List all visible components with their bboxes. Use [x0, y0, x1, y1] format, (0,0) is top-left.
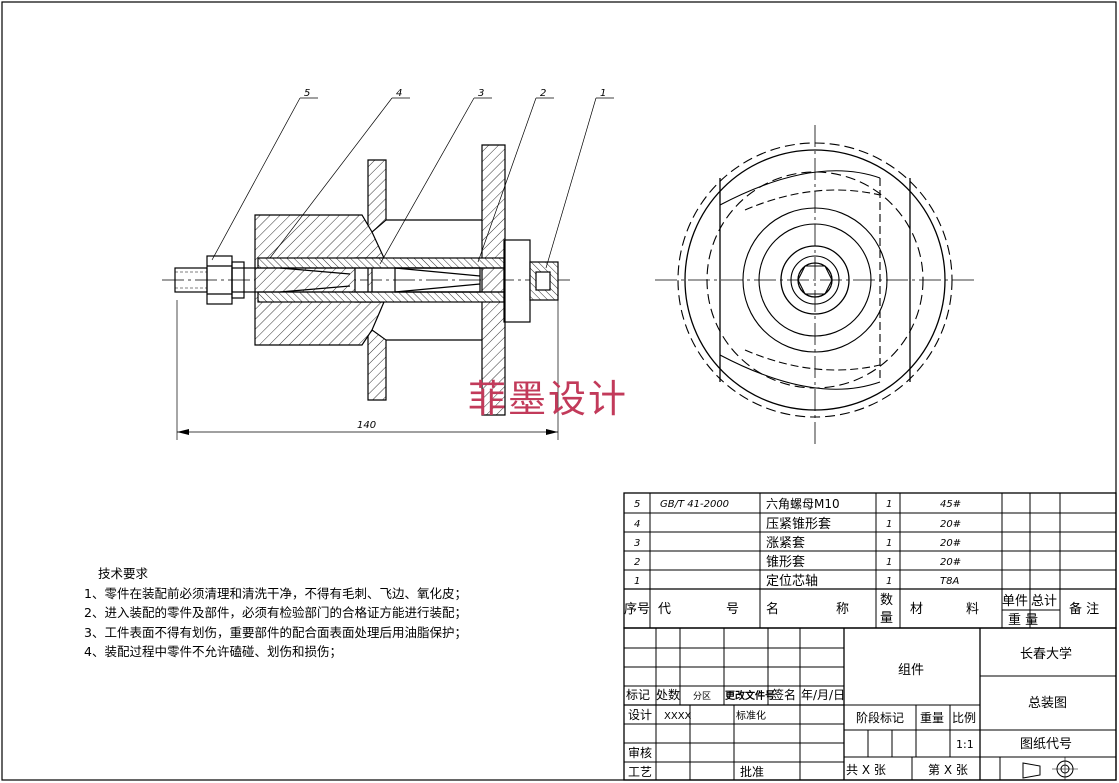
tech-req-item-3: 3、工件表面不得有划伤，重要部件的配合面表面处理后用油脂保护； — [84, 624, 467, 640]
bom-name: 定位芯轴 — [766, 574, 818, 589]
tb-sheet-no: 第 X 张 — [928, 763, 968, 777]
bom-header-unit: 单件 — [1002, 594, 1028, 609]
balloon-2: 2 — [540, 88, 546, 99]
tb-scale-value: 1:1 — [956, 738, 974, 751]
bom-material: 45# — [940, 499, 961, 510]
bom-row-5: 5 GB/T 41-2000 六角螺母M10 1 45# — [634, 497, 961, 511]
bom-material: 20# — [940, 557, 961, 568]
bom-qty: 1 — [886, 576, 892, 587]
tech-req-item-2: 2、进入装配的零件及部件，必须有检验部门的合格证方能进行装配； — [84, 605, 467, 620]
bom-material: 20# — [940, 519, 961, 530]
tb-drawing-name: 总装图 — [1028, 696, 1067, 711]
tech-req-item-4: 4、装配过程中零件不允许磕碰、划伤和损伤； — [84, 644, 342, 659]
bom-no: 4 — [634, 519, 640, 530]
bom-qty: 1 — [886, 499, 892, 510]
dimension-140: 140 — [357, 420, 376, 431]
balloon-5: 5 — [304, 88, 310, 99]
bom-name: 涨紧套 — [766, 535, 805, 551]
tb-date: 年/月/日 — [801, 688, 845, 702]
bom-material: T8A — [940, 576, 959, 587]
bom-header-name-b: 称 — [836, 602, 849, 617]
bom-no: 3 — [634, 538, 640, 549]
bom-header-name-a: 名 — [766, 601, 779, 617]
bom-header-total: 总计 — [1031, 594, 1057, 609]
title-block-text: 标记 处数 分区 更改文件号 签名 年/月/日 设计 XXXX 标准化 审核 工… — [626, 646, 1072, 779]
bom-row-1: 1 定位芯轴 1 T8A — [634, 574, 959, 589]
bom-no: 1 — [634, 576, 640, 587]
bom-material: 20# — [940, 538, 961, 549]
bom-no: 2 — [634, 557, 640, 568]
watermark: 菲墨设计 — [468, 377, 628, 421]
bom-row-4: 4 压紧锥形套 1 20# — [634, 516, 961, 532]
tb-approve: 批准 — [740, 764, 764, 779]
tb-design: 设计 — [628, 708, 652, 722]
balloon-4: 4 — [396, 88, 402, 99]
bom-name: 锥形套 — [766, 554, 805, 570]
tb-school: 长春大学 — [1020, 646, 1072, 662]
tb-designer: XXXX — [664, 711, 692, 722]
balloon-1: 1 — [600, 88, 606, 99]
tb-stage-mark: 阶段标记 — [856, 710, 904, 725]
bom-row-2: 2 锥形套 1 20# — [634, 554, 961, 570]
bom-code: GB/T 41-2000 — [660, 499, 729, 510]
bom-qty: 1 — [886, 538, 892, 549]
tb-sheets-total: 共 X 张 — [846, 763, 886, 777]
bom-header-qty-a: 数 — [880, 593, 893, 608]
tb-sign: 签名 — [772, 687, 796, 702]
tb-weight: 重量 — [920, 711, 944, 725]
tb-standardize: 标准化 — [736, 709, 766, 722]
bom-header: 序号 代 号 名 称 数 量 材 料 单件 总计 重 量 备 注 — [624, 593, 1099, 628]
tech-req-item-1: 1、零件在装配前必须清理和清洗干净，不得有毛刺、飞边、氧化皮； — [84, 585, 467, 601]
bom-name: 六角螺母M10 — [766, 497, 840, 511]
technical-requirements: 技术要求 1、零件在装配前必须清理和清洗干净，不得有毛刺、飞边、氧化皮； 2、进… — [84, 564, 604, 662]
end-view — [655, 125, 975, 445]
tb-drawing-code: 图纸代号 — [1020, 737, 1072, 752]
bom-header-weight: 重 量 — [1008, 612, 1038, 628]
bom-header-no: 序号 — [624, 602, 650, 617]
bom-header-qty-b: 量 — [880, 611, 893, 626]
tb-scale: 比例 — [952, 711, 976, 725]
tb-count: 处数 — [656, 687, 680, 702]
tb-mark: 标记 — [626, 688, 650, 702]
tb-drawing-type: 组件 — [898, 663, 924, 678]
bom-name: 压紧锥形套 — [766, 516, 831, 532]
section-view — [162, 97, 614, 440]
bom-header-code-b: 号 — [726, 602, 739, 617]
title-block — [623, 627, 1117, 781]
bom-qty: 1 — [886, 557, 892, 568]
bom-header-mat-b: 料 — [966, 602, 979, 617]
bom-row-3: 3 涨紧套 1 20# — [634, 535, 961, 551]
bom-header-mat-a: 材 — [910, 602, 923, 617]
bom-header-code-a: 代 — [658, 602, 671, 617]
tb-process: 工艺 — [628, 765, 652, 779]
tb-zone: 分区 — [693, 691, 711, 702]
tb-review: 审核 — [628, 745, 652, 760]
balloon-3: 3 — [478, 88, 484, 99]
tech-req-title: 技术要求 — [98, 566, 149, 581]
bom-header-remark: 备 注 — [1069, 601, 1099, 617]
bom-qty: 1 — [886, 519, 892, 530]
bom-no: 5 — [634, 499, 640, 510]
tb-change-doc: 更改文件号 — [725, 689, 775, 702]
bom-table — [623, 492, 1117, 629]
